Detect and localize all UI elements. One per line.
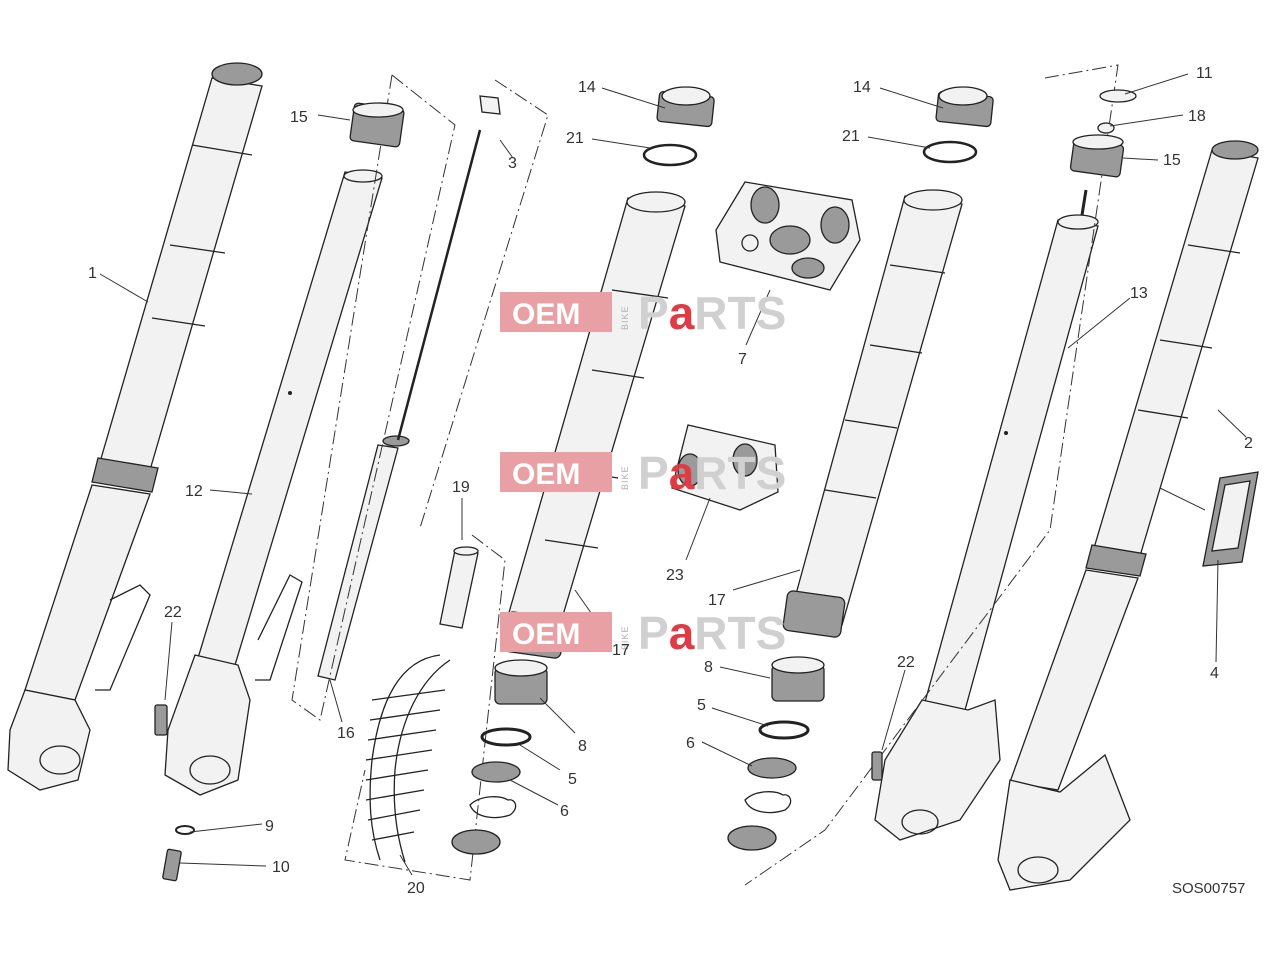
- cartridge-16: [291, 74, 482, 721]
- callout-6b: 6: [686, 735, 695, 752]
- svg-text:OEM: OEM: [512, 298, 580, 331]
- svg-text:BIKE: BIKE: [620, 305, 630, 330]
- callout-17a: 17: [612, 642, 630, 659]
- drawing-code: SOS00757: [1172, 880, 1245, 897]
- callout-22b: 22: [897, 654, 915, 671]
- svg-text:PaRTS: PaRTS: [638, 607, 786, 659]
- callout-13: 13: [1130, 285, 1148, 302]
- svg-text:OEM: OEM: [512, 458, 580, 491]
- bolt-22-left: [154, 704, 168, 736]
- tube-17-left: [502, 191, 686, 659]
- spacer-19: [439, 546, 479, 629]
- seal-stack-left: [451, 659, 548, 855]
- callout-17b: 17: [708, 592, 726, 609]
- callout-7: 7: [738, 351, 747, 368]
- callout-5b: 5: [697, 697, 706, 714]
- callout-1: 1: [88, 265, 97, 282]
- watermark-1: OEM BIKE PaRTS: [500, 287, 786, 339]
- callout-labels: 1 2 3 4 5 5 6 6 7 8 8 9 10 11 12 13 14 1…: [88, 65, 1253, 897]
- svg-text:BIKE: BIKE: [620, 625, 630, 650]
- svg-text:OEM: OEM: [512, 618, 580, 651]
- cap-15-left: [349, 102, 405, 148]
- fork-leg-1: [7, 62, 263, 791]
- callout-12: 12: [185, 483, 203, 500]
- callout-3: 3: [508, 155, 517, 172]
- callout-2: 2: [1244, 435, 1253, 452]
- callout-19: 19: [452, 479, 470, 496]
- callout-8b: 8: [704, 659, 713, 676]
- callout-5a: 5: [568, 771, 577, 788]
- callout-15b: 15: [1163, 152, 1181, 169]
- leader-lines: [99, 73, 1247, 876]
- callout-10: 10: [272, 859, 290, 876]
- reflector-4: [1202, 471, 1259, 567]
- callout-18: 18: [1188, 108, 1206, 125]
- callout-14b: 14: [853, 79, 871, 96]
- spring-20: [344, 534, 506, 881]
- bolt-10: [162, 848, 182, 882]
- fork-leg-12: [164, 169, 383, 796]
- callout-14a: 14: [578, 79, 596, 96]
- kit-7: [715, 181, 861, 291]
- callout-20: 20: [407, 880, 425, 897]
- oring-21-right: [922, 140, 978, 164]
- seal-stack-right: [727, 656, 825, 851]
- cap-14-left: [656, 86, 715, 128]
- fork-leg-2: [997, 140, 1259, 891]
- spacer-3: [419, 79, 549, 529]
- callout-21a: 21: [566, 130, 584, 147]
- oring-21-left: [642, 143, 698, 167]
- callout-16: 16: [337, 725, 355, 742]
- callout-22a: 22: [164, 604, 182, 621]
- tube-17-right: [782, 189, 963, 638]
- callout-4: 4: [1210, 665, 1219, 682]
- cap-14-right: [935, 86, 994, 128]
- watermark-2: OEM BIKE PaRTS: [500, 447, 786, 499]
- svg-text:PaRTS: PaRTS: [638, 287, 786, 339]
- callout-6a: 6: [560, 803, 569, 820]
- callout-23: 23: [666, 567, 684, 584]
- svg-text:PaRTS: PaRTS: [638, 447, 786, 499]
- fork-leg-13: [744, 64, 1119, 886]
- kit-23: [671, 424, 779, 511]
- callout-9: 9: [265, 818, 274, 835]
- bolt-22-right: [871, 751, 883, 781]
- watermark-3: OEM BIKE PaRTS: [500, 607, 786, 659]
- callout-15a: 15: [290, 109, 308, 126]
- callout-11: 11: [1196, 65, 1213, 82]
- cap-15-right: [1069, 89, 1137, 178]
- callout-21b: 21: [842, 128, 860, 145]
- washer-9: [175, 825, 195, 835]
- callout-8a: 8: [578, 738, 587, 755]
- svg-text:BIKE: BIKE: [620, 465, 630, 490]
